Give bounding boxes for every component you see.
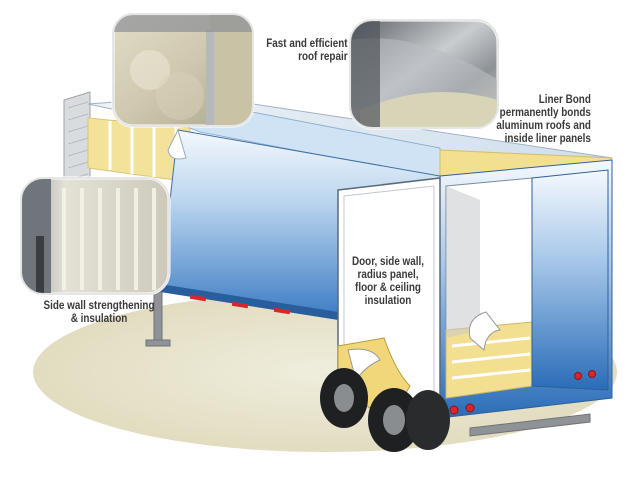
callout-door-side: Door, side wall, radius panel, floor & c… bbox=[347, 256, 430, 308]
rear-door-right bbox=[531, 169, 609, 391]
rear-bumper bbox=[469, 413, 591, 437]
peel-corner-interior bbox=[468, 311, 501, 351]
callout-roof-repair: Fast and efficient roof repair bbox=[267, 38, 348, 64]
callout-door-side-line-1: Door, side wall, bbox=[352, 256, 424, 268]
photo-liner-bond bbox=[348, 18, 500, 130]
callout-door-side-line-2: radius panel, bbox=[357, 269, 419, 281]
wheels bbox=[320, 368, 450, 452]
callout-liner-bond-line-4: inside liner panels bbox=[504, 133, 591, 145]
peel-corner-side bbox=[167, 128, 187, 160]
photo-side-wall bbox=[19, 176, 171, 296]
callout-door-side-line-3: floor & ceiling bbox=[355, 282, 421, 294]
callout-liner-bond-line-3: aluminum roofs and bbox=[496, 120, 591, 132]
callout-door-side-line-4: insulation bbox=[364, 295, 412, 307]
callout-liner-bond-line-1: Liner Bond bbox=[538, 94, 591, 106]
photo-roof-repair bbox=[111, 12, 255, 128]
callout-liner-bond: Liner Bond permanently bonds aluminum ro… bbox=[496, 94, 591, 146]
callout-roof-repair-line-1: Fast and efficient bbox=[266, 38, 348, 50]
callout-roof-repair-line-2: roof repair bbox=[298, 51, 348, 63]
callout-side-wall-line-2: & insulation bbox=[70, 313, 128, 325]
callout-side-wall: Side wall strengthening & insulation bbox=[26, 300, 172, 326]
tail-lights bbox=[449, 370, 596, 415]
callout-side-wall-line-1: Side wall strengthening bbox=[43, 300, 155, 312]
side-reflectors bbox=[189, 294, 291, 315]
callout-liner-bond-line-2: permanently bonds bbox=[499, 107, 591, 119]
